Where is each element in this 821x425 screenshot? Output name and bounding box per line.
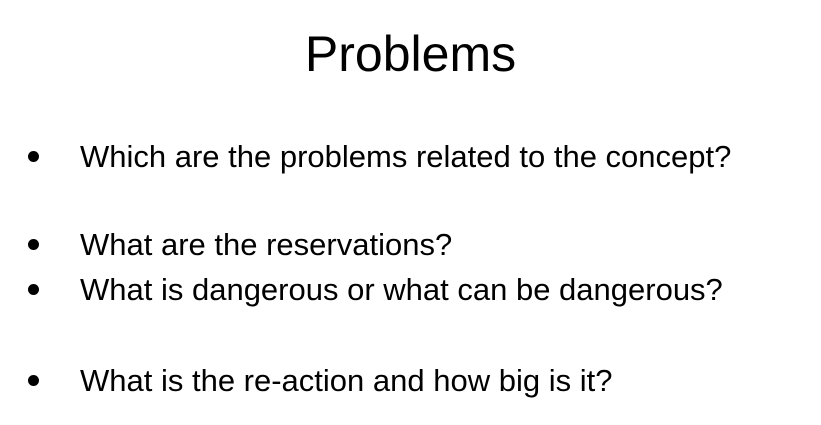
- bullet-dot-icon: [28, 239, 39, 250]
- bullet-text: What is dangerous or what can be dangero…: [80, 272, 723, 307]
- bullet-dot-icon: [28, 375, 39, 386]
- bullet-text: Which are the problems related to the co…: [80, 139, 732, 174]
- bullet-text: What are the reservations?: [80, 227, 453, 262]
- bullet-dot-icon: [28, 151, 39, 162]
- slide-title: Problems: [304, 26, 517, 82]
- bullet-dot-icon: [28, 284, 39, 295]
- bullet-text: What is the re-action and how big is it?: [80, 363, 613, 398]
